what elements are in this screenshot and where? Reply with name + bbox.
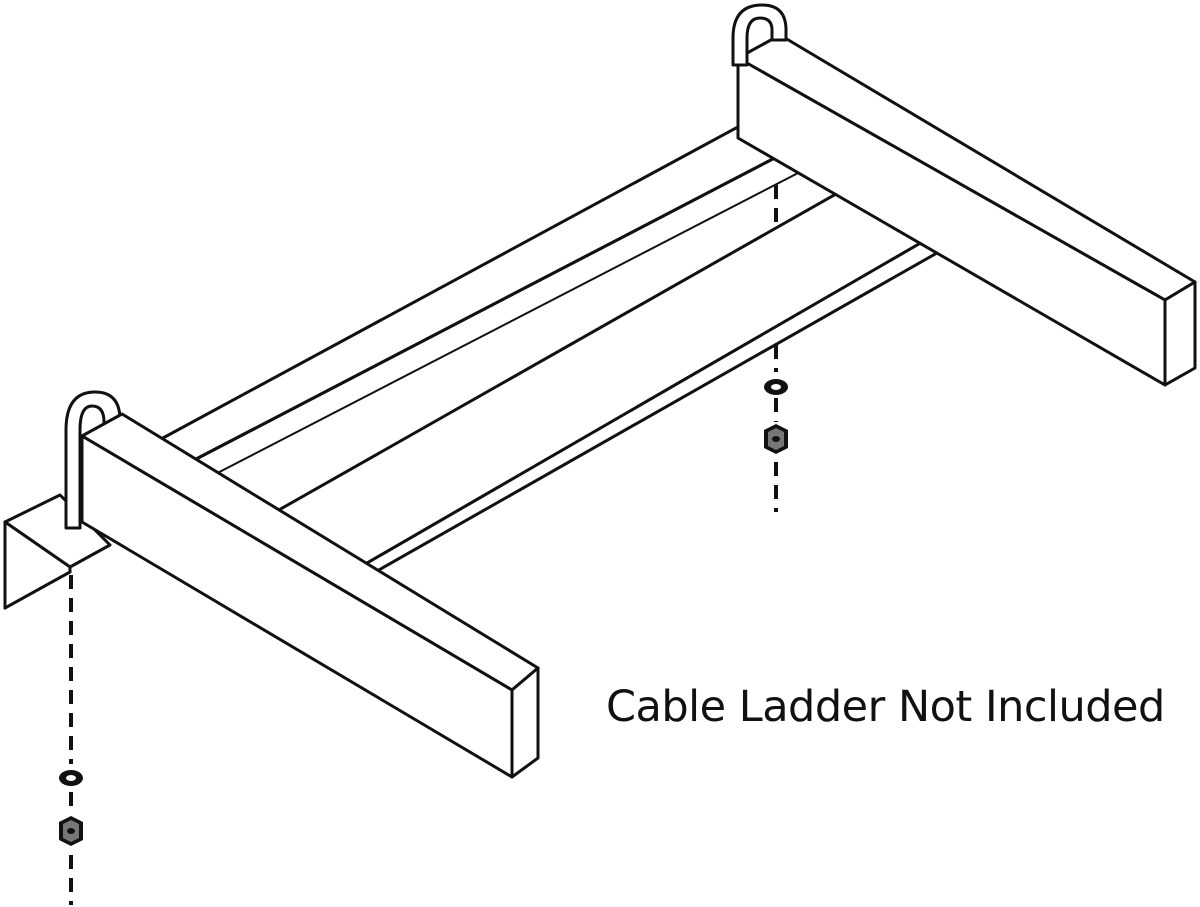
left-hex-nut (59, 816, 83, 846)
left-hardware (59, 575, 83, 905)
left-rung (80, 412, 540, 779)
right-j-bolt (731, 3, 788, 67)
right-rung (736, 33, 1197, 387)
left-washer (59, 770, 83, 786)
left-mounting-bracket (3, 493, 112, 610)
right-washer (764, 379, 788, 395)
right-hex-nut (764, 424, 788, 454)
right-hardware (764, 185, 788, 512)
caption-cable-ladder-not-included: Cable Ladder Not Included (606, 682, 1165, 732)
